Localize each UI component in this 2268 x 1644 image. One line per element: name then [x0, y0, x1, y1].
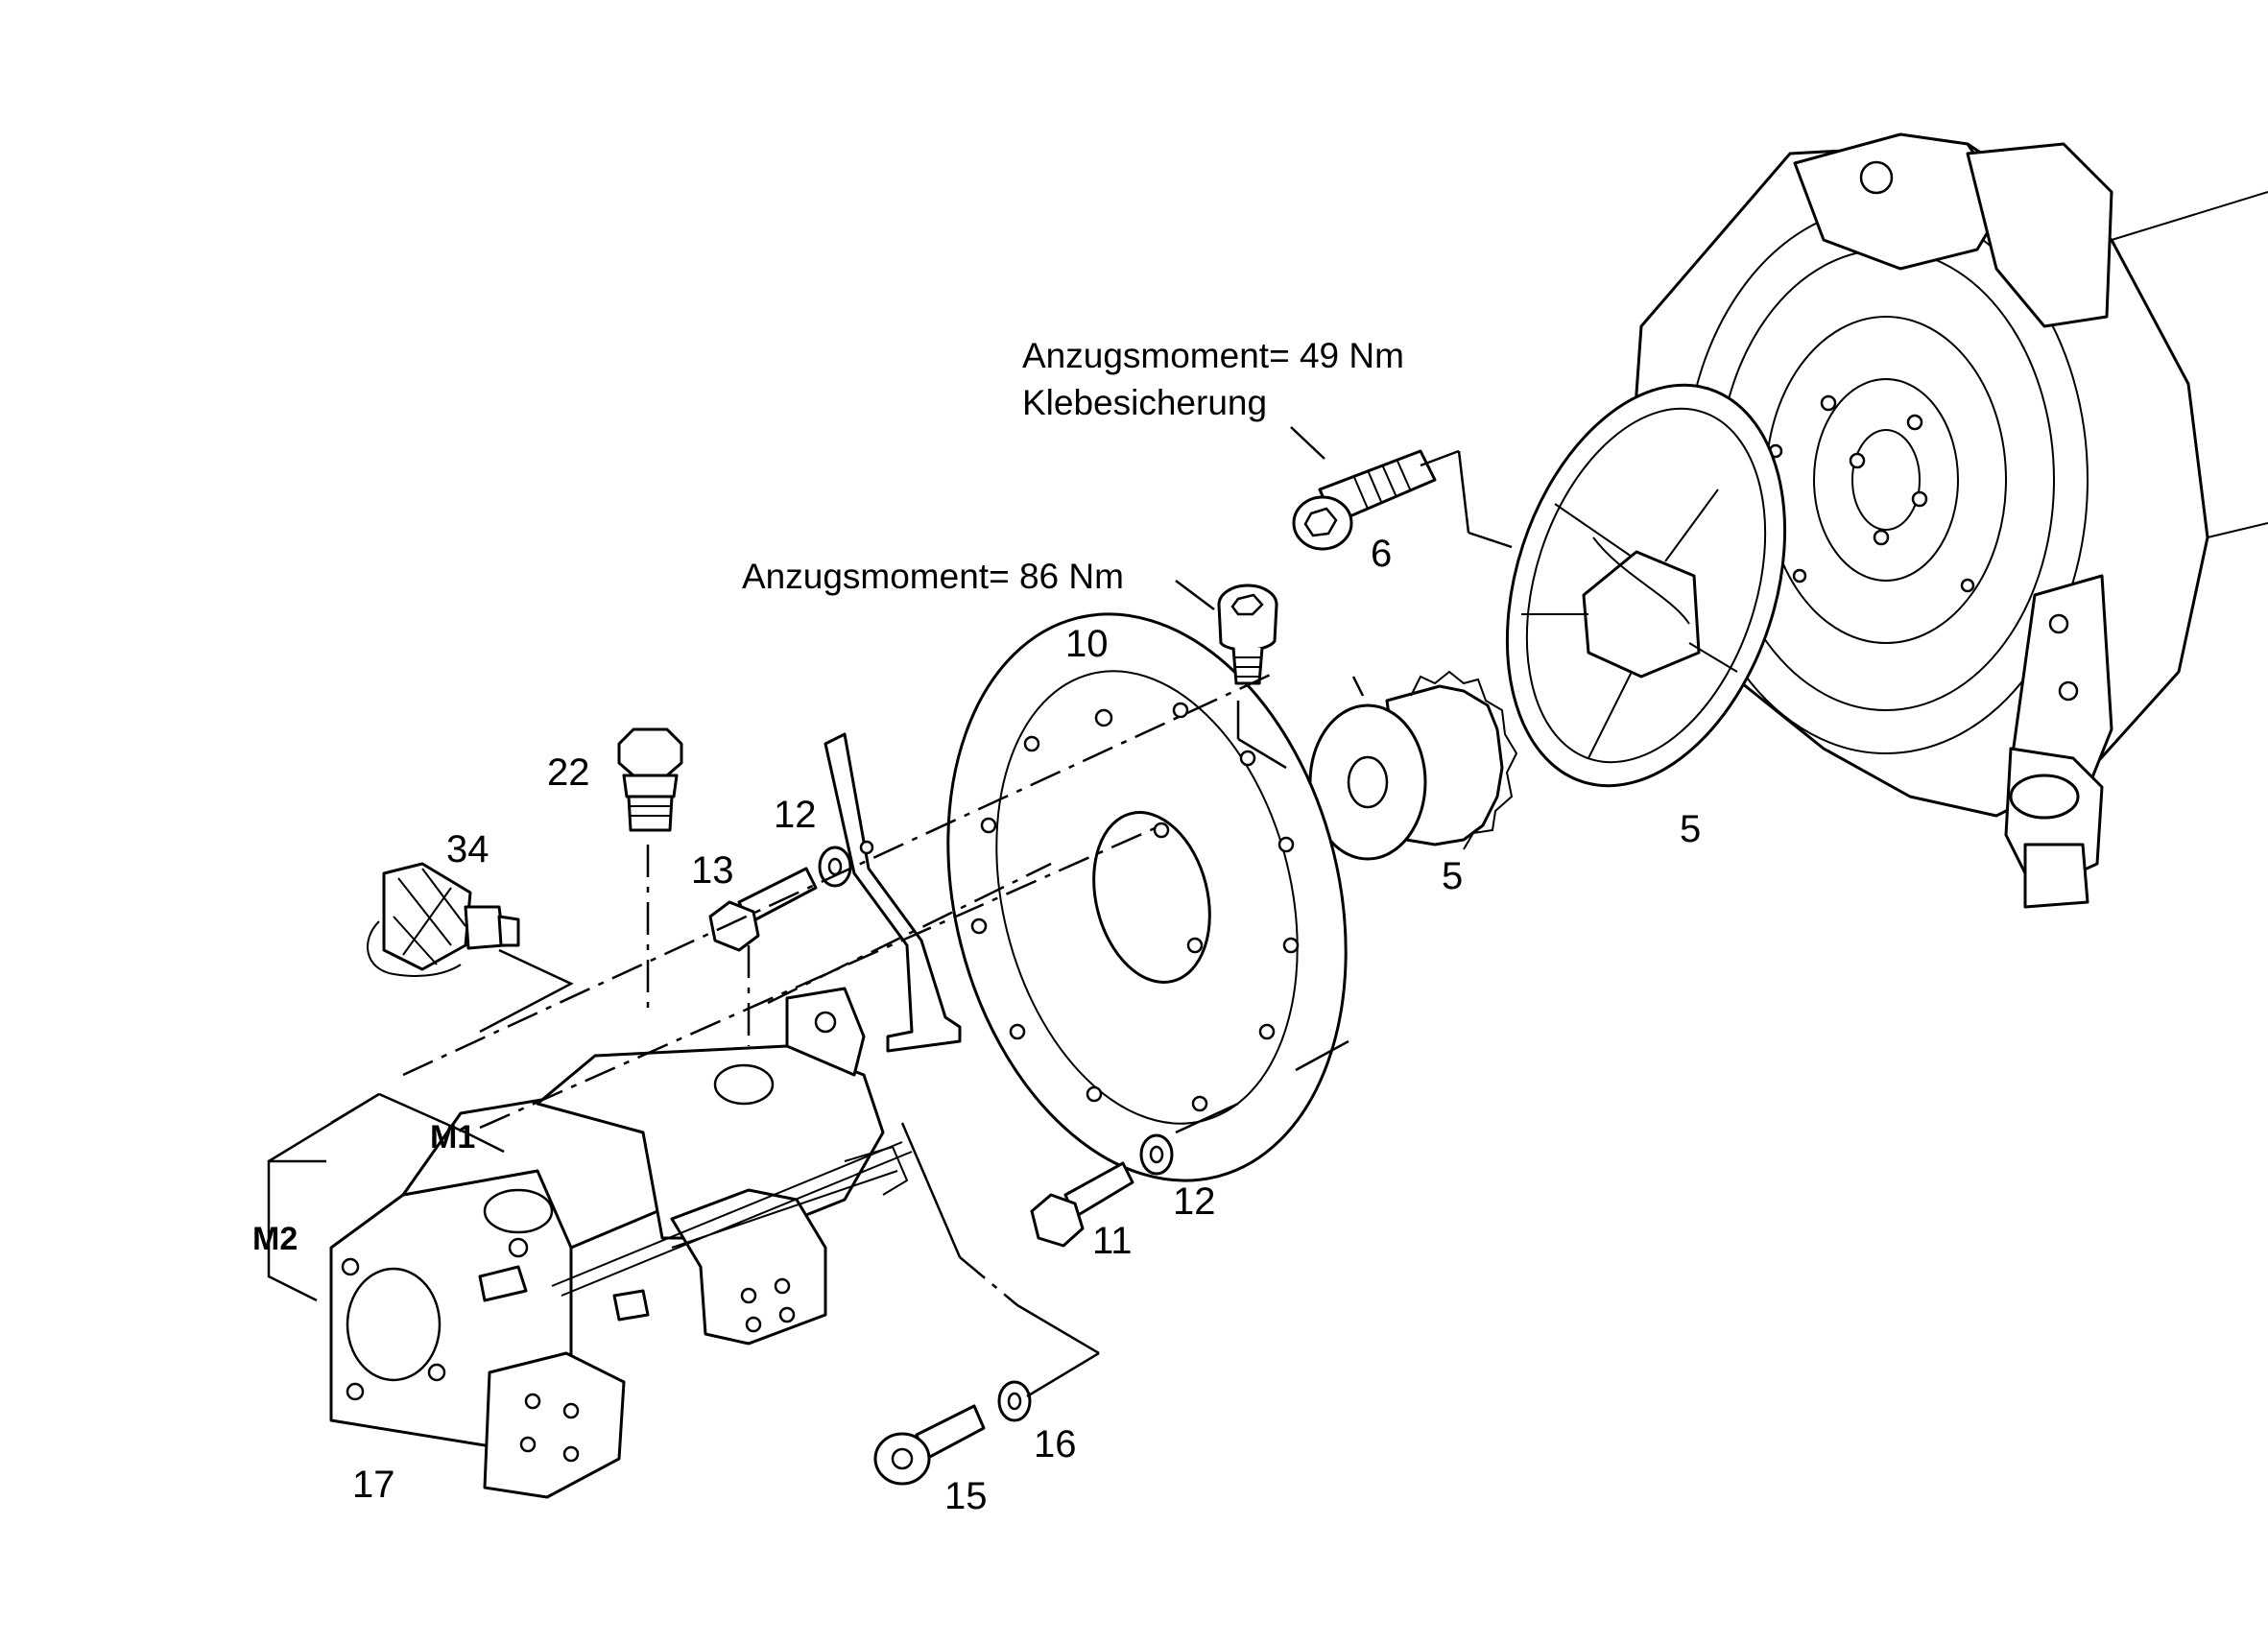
label-part-34: 34: [446, 828, 489, 870]
washer-16: [997, 1380, 1032, 1422]
label-part-6: 6: [1371, 533, 1392, 575]
label-m1: M1: [430, 1119, 475, 1156]
adhesive-note: Klebesicherung: [1022, 383, 1267, 422]
label-m2: M2: [252, 1221, 298, 1257]
label-part-16: 16: [1034, 1423, 1077, 1465]
label-part-10: 10: [1065, 623, 1109, 665]
bolt-6: [1292, 449, 1437, 551]
torque-note-86nm: Anzugsmoment= 86 Nm: [742, 557, 1124, 596]
gear-hub: [1308, 670, 1518, 861]
leader-lines: [267, 426, 1325, 1302]
label-part-13: 13: [691, 849, 734, 892]
fitting-22: [617, 727, 683, 832]
screw-15: [873, 1404, 986, 1486]
bolt-86nm: [1217, 584, 1278, 685]
label-part-15: 15: [944, 1475, 988, 1517]
engine-flywheel-housing: [1630, 132, 2268, 909]
torque-note-49nm: Anzugsmoment= 49 Nm: [1022, 336, 1404, 375]
mounting-bracket: [824, 732, 962, 1053]
label-part-5-coupling: 5: [1680, 808, 1701, 850]
washer-12-top: [818, 846, 852, 888]
label-part-22: 22: [547, 751, 590, 794]
washer-12-bottom: [1139, 1133, 1174, 1176]
label-part-12-top: 12: [774, 794, 817, 836]
label-part-17: 17: [352, 1464, 395, 1506]
bolt-11: [1030, 1161, 1134, 1248]
test-coupling-34: [367, 862, 520, 977]
drive-coupling: [1505, 383, 1787, 788]
assembly-lines: [402, 449, 1513, 1398]
flange-plate: [946, 612, 1348, 1182]
bolt-13: [708, 867, 818, 952]
label-part-11: 11: [1092, 1220, 1133, 1262]
label-part-5-hub: 5: [1442, 855, 1463, 897]
hydraulic-pump-17: [329, 987, 913, 1499]
label-part-12-bottom: 12: [1173, 1180, 1216, 1223]
